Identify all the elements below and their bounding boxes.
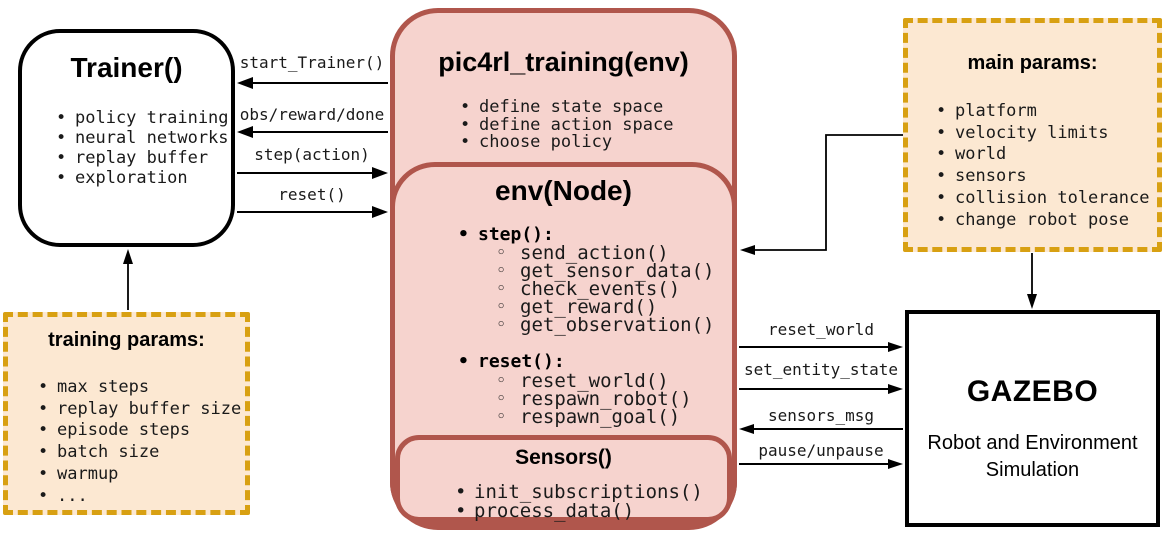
env-reset-list: reset_world() respawn_robot() respawn_go… — [496, 372, 692, 427]
sensors-item: process_data() — [455, 502, 703, 522]
env-reset-item: reset_world() — [496, 372, 692, 391]
env-step-item: get_observation() — [496, 316, 714, 335]
training-params-item: warmup — [38, 464, 241, 486]
arrowhead-reset — [372, 206, 388, 218]
gazebo-title: GAZEBO — [966, 375, 1099, 408]
env-reset-item: respawn_goal() — [496, 408, 692, 427]
main-params-item: world — [936, 144, 1149, 166]
arrowhead-main-params-to-gazebo — [1027, 294, 1037, 309]
arrow-label-sensors-msg: sensors_msg — [768, 406, 874, 425]
pic4rl-list: define state space define action space c… — [460, 98, 673, 152]
arrowhead-reset-world — [888, 342, 903, 352]
arrowhead-start-trainer — [237, 77, 253, 89]
training-params-item: batch size — [38, 442, 241, 464]
arrowhead-pause-unpause — [888, 459, 903, 469]
env-step-header: step(): — [452, 226, 554, 245]
env-step-item: check_events() — [496, 280, 714, 299]
arrow-label-step-action: step(action) — [254, 145, 370, 164]
arrow-label-set-entity-state: set_entity_state — [743, 360, 899, 379]
main-params-item: collision tolerance — [936, 188, 1149, 210]
training-params-title: training params: — [48, 329, 205, 351]
arrowhead-sensors-msg — [739, 424, 754, 434]
training-params-item: replay buffer size — [38, 399, 241, 421]
trainer-item: replay buffer — [56, 148, 229, 168]
pic4rl-item: define state space — [460, 98, 673, 117]
sensors-title: Sensors() — [515, 446, 612, 469]
arrowhead-set-entity-state — [888, 384, 903, 394]
pic4rl-item: define action space — [460, 116, 673, 135]
env-step-item: get_sensor_data() — [496, 262, 714, 281]
main-params-item: velocity limits — [936, 123, 1149, 145]
trainer-list: policy training neural networks replay b… — [56, 108, 229, 188]
arrow-label-reset-world: reset_world — [768, 320, 874, 339]
gazebo-box — [905, 310, 1160, 527]
sensors-list: init_subscriptions() process_data() — [455, 483, 703, 522]
pic4rl-item: choose policy — [460, 133, 673, 152]
training-params-list: max steps replay buffer size episode ste… — [38, 377, 241, 507]
pic4rl-title: pic4rl_training(env) — [438, 47, 689, 77]
main-params-title: main params: — [967, 52, 1098, 74]
main-params-item: change robot pose — [936, 210, 1149, 232]
arrow-label-reset: reset() — [278, 185, 346, 204]
arrowhead-step-action — [372, 167, 388, 179]
arrow-label-pause-unpause: pause/unpause — [758, 441, 884, 460]
env-step-item: send_action() — [496, 244, 714, 263]
env-reset-item: respawn_robot() — [496, 390, 692, 409]
arrow-line-main-params-to-env — [754, 134, 903, 251]
trainer-title: Trainer() — [70, 52, 183, 83]
arrowhead-main-params-to-env — [740, 245, 755, 255]
arrowhead-training-params-to-trainer — [123, 249, 133, 264]
trainer-item: policy training — [56, 108, 229, 128]
env-reset-header: reset(): — [452, 353, 565, 372]
arrowhead-obs-reward-done — [237, 126, 253, 138]
env-node-title: env(Node) — [495, 175, 632, 206]
sensors-item: init_subscriptions() — [455, 483, 703, 503]
env-step-item: get_reward() — [496, 298, 714, 317]
main-params-item: sensors — [936, 166, 1149, 188]
gazebo-subtitle: Robot and Environment Simulation — [927, 432, 1138, 481]
training-params-item: episode steps — [38, 420, 241, 442]
env-step-list: send_action() get_sensor_data() check_ev… — [496, 244, 714, 335]
arrow-label-start-trainer: start_Trainer() — [239, 53, 385, 72]
trainer-item: neural networks — [56, 128, 229, 148]
training-params-item: ... — [38, 486, 241, 508]
arrow-label-obs-reward-done: obs/reward/done — [239, 105, 385, 124]
main-params-list: platform velocity limits world sensors c… — [936, 101, 1149, 231]
training-params-item: max steps — [38, 377, 241, 399]
main-params-item: platform — [936, 101, 1149, 123]
trainer-item: exploration — [56, 168, 229, 188]
